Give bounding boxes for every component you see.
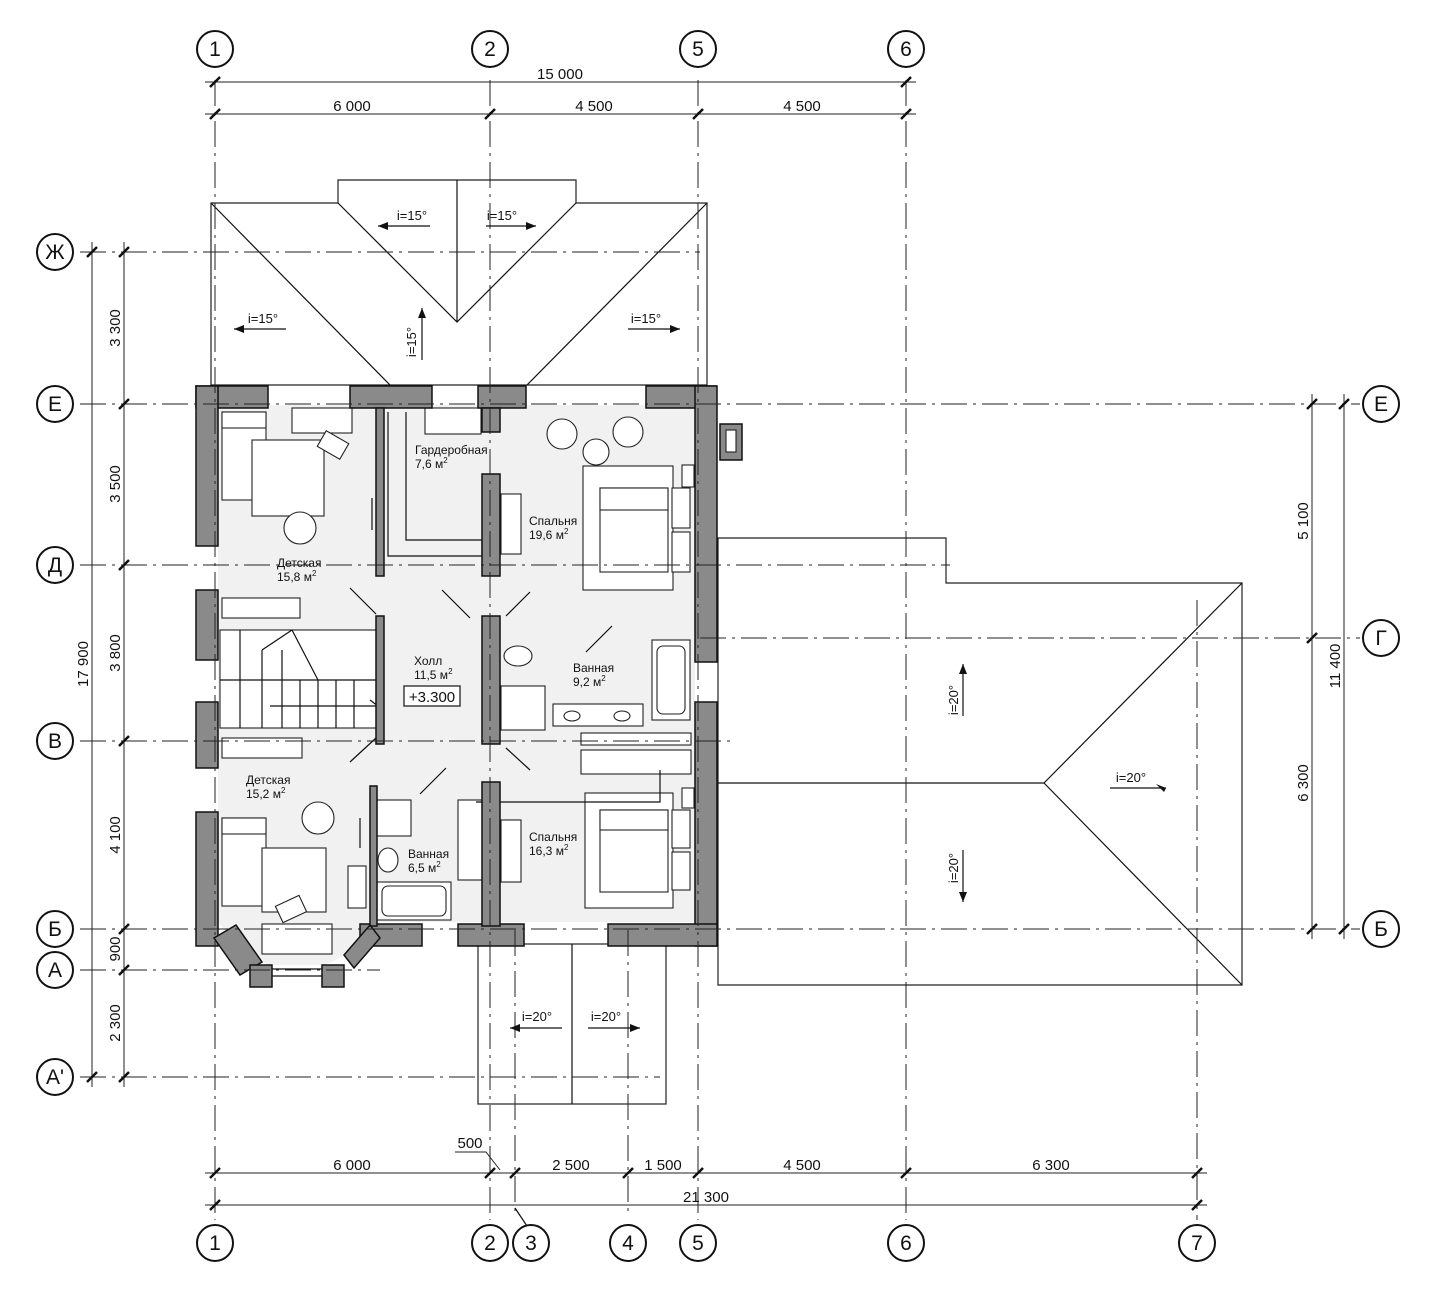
roof-slope-labels: i=15° i=15° i=15° i=15° i=15° i=20° i=20… bbox=[234, 208, 1166, 1032]
axis-top-1: 1 bbox=[209, 38, 221, 61]
axis-lines bbox=[80, 80, 1360, 1220]
room-area: 15,2 м2 bbox=[246, 786, 286, 801]
axis-bubbles-bottom: 1 2 3 4 5 6 7 bbox=[196, 1207, 1216, 1262]
room-name: Спальня bbox=[529, 514, 577, 528]
slope-label: i=15° bbox=[487, 208, 517, 223]
axis-bubbles-top: 1 2 5 6 bbox=[196, 30, 925, 68]
axis-bottom-6: 6 bbox=[900, 1232, 912, 1255]
axis-bottom-1: 1 bbox=[209, 1232, 221, 1255]
dim-bottom-3: 1 500 bbox=[644, 1157, 682, 1174]
furniture bbox=[219, 407, 695, 955]
dimension-labels: 15 000 6 000 4 500 4 500 6 000 2 500 1 5… bbox=[75, 66, 1344, 1206]
dim-bottom-1: 6 000 bbox=[333, 1157, 371, 1174]
slope-label: i=20° bbox=[946, 685, 961, 715]
room-name: Гардеробная bbox=[415, 443, 488, 457]
axis-bubbles-left: Ж Е Д В Б А А' bbox=[36, 233, 74, 1096]
slope-label: i=20° bbox=[522, 1009, 552, 1024]
dim-left-4: 4 100 bbox=[107, 816, 124, 854]
dim-top-total: 15 000 bbox=[537, 66, 583, 83]
room-labels: Гардеробная 7,6 м2 Спальня 19,6 м2 Детск… bbox=[246, 443, 614, 875]
room-name: Детская bbox=[246, 773, 290, 787]
axis-top-6: 6 bbox=[900, 38, 912, 61]
slope-label: i=20° bbox=[946, 853, 961, 883]
room-area: 11,5 м2 bbox=[414, 667, 453, 682]
dim-left-total: 17 900 bbox=[75, 641, 92, 687]
dim-bottom-2: 2 500 bbox=[552, 1157, 590, 1174]
room-name: Детская bbox=[277, 556, 321, 570]
roof-outlines bbox=[210, 179, 1243, 1105]
dim-top-3: 4 500 bbox=[783, 98, 821, 115]
axis-left-a-prime: А' bbox=[46, 1066, 64, 1089]
dim-bottom-total: 21 300 bbox=[683, 1189, 729, 1206]
room-area: 9,2 м2 bbox=[573, 674, 606, 689]
slope-label: i=15° bbox=[397, 208, 427, 223]
dim-right-total: 11 400 bbox=[1327, 644, 1344, 689]
axis-bottom-2: 2 bbox=[484, 1232, 496, 1255]
axis-bottom-5: 5 bbox=[692, 1232, 704, 1255]
dim-bottom-4: 4 500 bbox=[783, 1157, 821, 1174]
axis-left-b: Б bbox=[48, 918, 62, 941]
dim-right-2: 6 300 bbox=[1295, 764, 1312, 802]
slope-label: i=15° bbox=[248, 311, 278, 326]
dimension-lines bbox=[86, 76, 1350, 1211]
dim-bottom-5: 6 300 bbox=[1032, 1157, 1070, 1174]
axis-top-5: 5 bbox=[692, 38, 704, 61]
room-area: 6,5 м2 bbox=[408, 860, 441, 875]
stair-steps bbox=[220, 629, 380, 728]
floor-area bbox=[218, 405, 695, 965]
axis-bubbles-right: Е Г Б bbox=[1362, 385, 1400, 948]
level-mark: +3.300 bbox=[409, 689, 455, 706]
axis-left-e: Е bbox=[48, 393, 62, 416]
dim-left-1: 3 300 bbox=[107, 309, 124, 347]
axis-right-g: Г bbox=[1375, 627, 1386, 650]
axis-left-a: А bbox=[48, 959, 62, 982]
axis-bottom-4: 4 bbox=[622, 1232, 634, 1255]
axis-bottom-3: 3 bbox=[525, 1232, 537, 1255]
axis-left-d: Д bbox=[48, 554, 62, 577]
slope-label: i=15° bbox=[404, 327, 419, 357]
room-name: Ванная bbox=[573, 661, 614, 675]
dim-top-1: 6 000 bbox=[333, 98, 371, 115]
dim-top-2: 4 500 bbox=[575, 98, 613, 115]
axis-left-v: В bbox=[48, 730, 62, 753]
axis-left-zh: Ж bbox=[45, 241, 65, 264]
room-name: Холл bbox=[414, 654, 442, 668]
dim-bottom-callout: 500 bbox=[457, 1135, 482, 1152]
room-area: 15,8 м2 bbox=[277, 569, 317, 584]
room-area: 16,3 м2 bbox=[529, 843, 569, 858]
room-name: Спальня bbox=[529, 830, 577, 844]
door-swings bbox=[349, 498, 613, 848]
dim-left-3: 3 800 bbox=[107, 634, 124, 672]
axis-right-e: Е bbox=[1374, 393, 1388, 416]
dim-right-1: 5 100 bbox=[1295, 502, 1312, 540]
axis-top-2: 2 bbox=[484, 38, 496, 61]
dim-left-2: 3 500 bbox=[107, 465, 124, 503]
room-area: 19,6 м2 bbox=[529, 527, 569, 542]
room-area: 7,6 м2 bbox=[415, 456, 448, 471]
room-name: Ванная bbox=[408, 847, 449, 861]
slope-label: i=20° bbox=[1116, 770, 1146, 785]
dim-left-5: 900 bbox=[107, 936, 124, 961]
dim-left-6: 2 300 bbox=[107, 1004, 124, 1042]
axis-right-b: Б bbox=[1374, 918, 1388, 941]
slope-label: i=15° bbox=[631, 311, 661, 326]
axis-bottom-7: 7 bbox=[1191, 1232, 1203, 1255]
walls bbox=[195, 385, 743, 988]
slope-label: i=20° bbox=[591, 1009, 621, 1024]
